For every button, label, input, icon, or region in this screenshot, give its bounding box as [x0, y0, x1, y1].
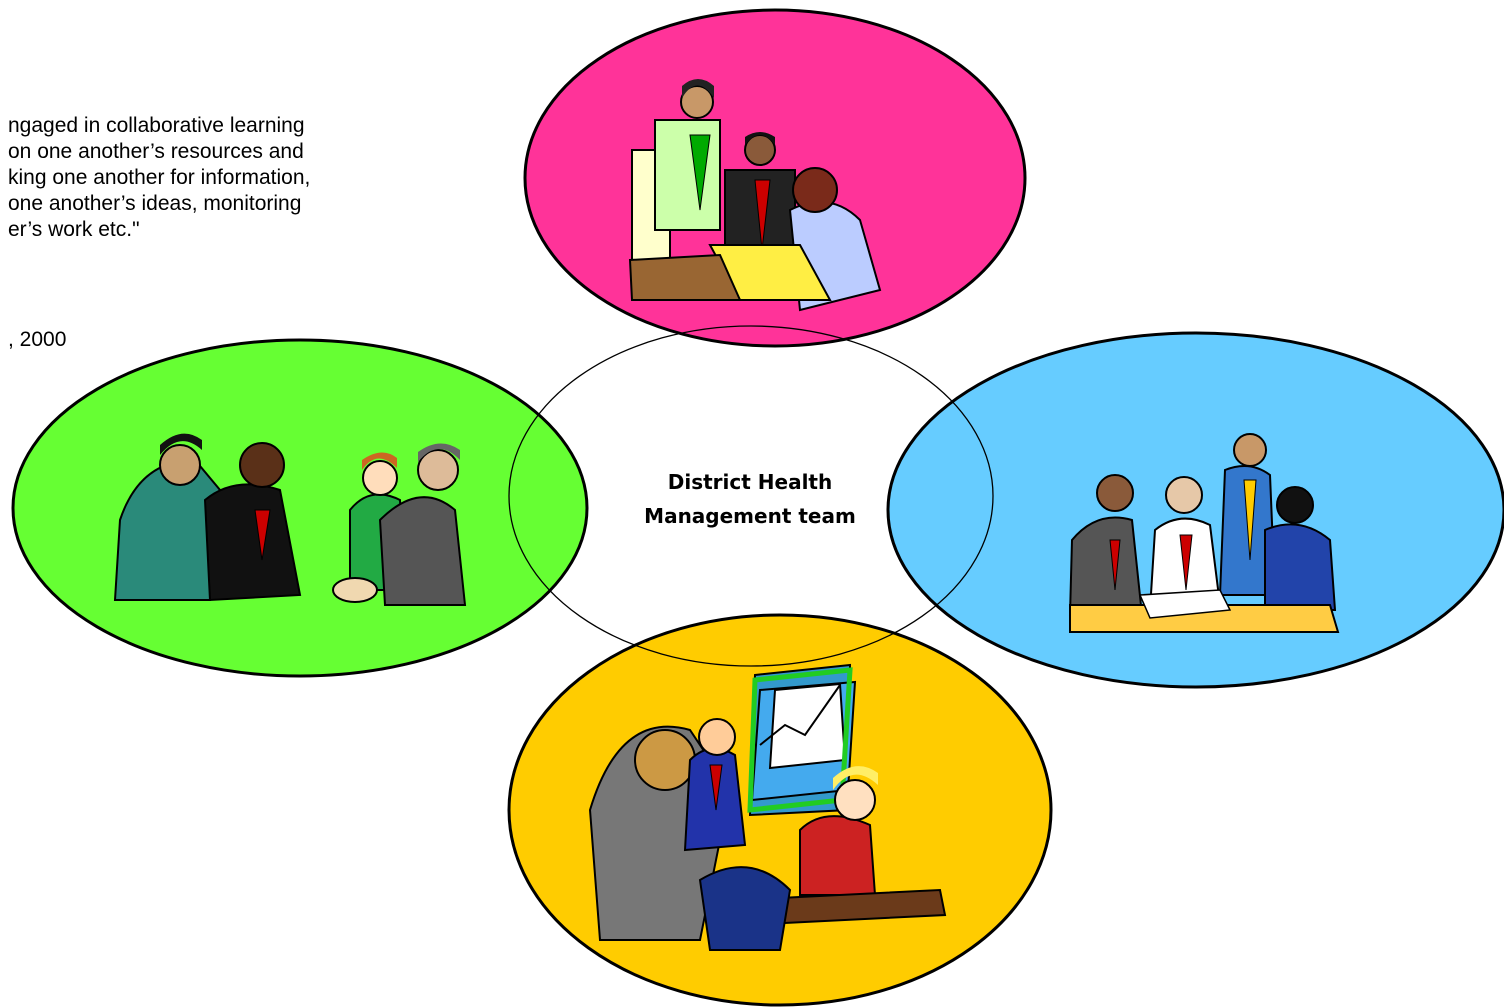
quote-line: er’s work etc."	[8, 218, 140, 241]
quote-text: ngaged in collaborative learning on one …	[0, 113, 470, 243]
quote-line: king one another for information,	[8, 166, 311, 189]
right-circle	[886, 331, 1504, 689]
quote-line: on one another’s resources and	[8, 140, 304, 163]
table-meeting-clipart	[1068, 433, 1340, 633]
center-label-line2: Management team	[644, 504, 856, 528]
center-label: District Health Management team	[620, 465, 880, 533]
quote-line: ngaged in collaborative learning	[8, 114, 305, 137]
office-meeting-clipart	[628, 79, 882, 312]
quote-line: one another’s ideas, monitoring	[8, 192, 302, 215]
quote-citation: , 2000	[8, 328, 67, 351]
center-circle	[508, 325, 994, 667]
center-label-line1: District Health	[667, 470, 833, 494]
chart-presentation-clipart	[588, 663, 947, 951]
left-circle	[11, 338, 589, 678]
handshake-clipart	[113, 433, 467, 606]
